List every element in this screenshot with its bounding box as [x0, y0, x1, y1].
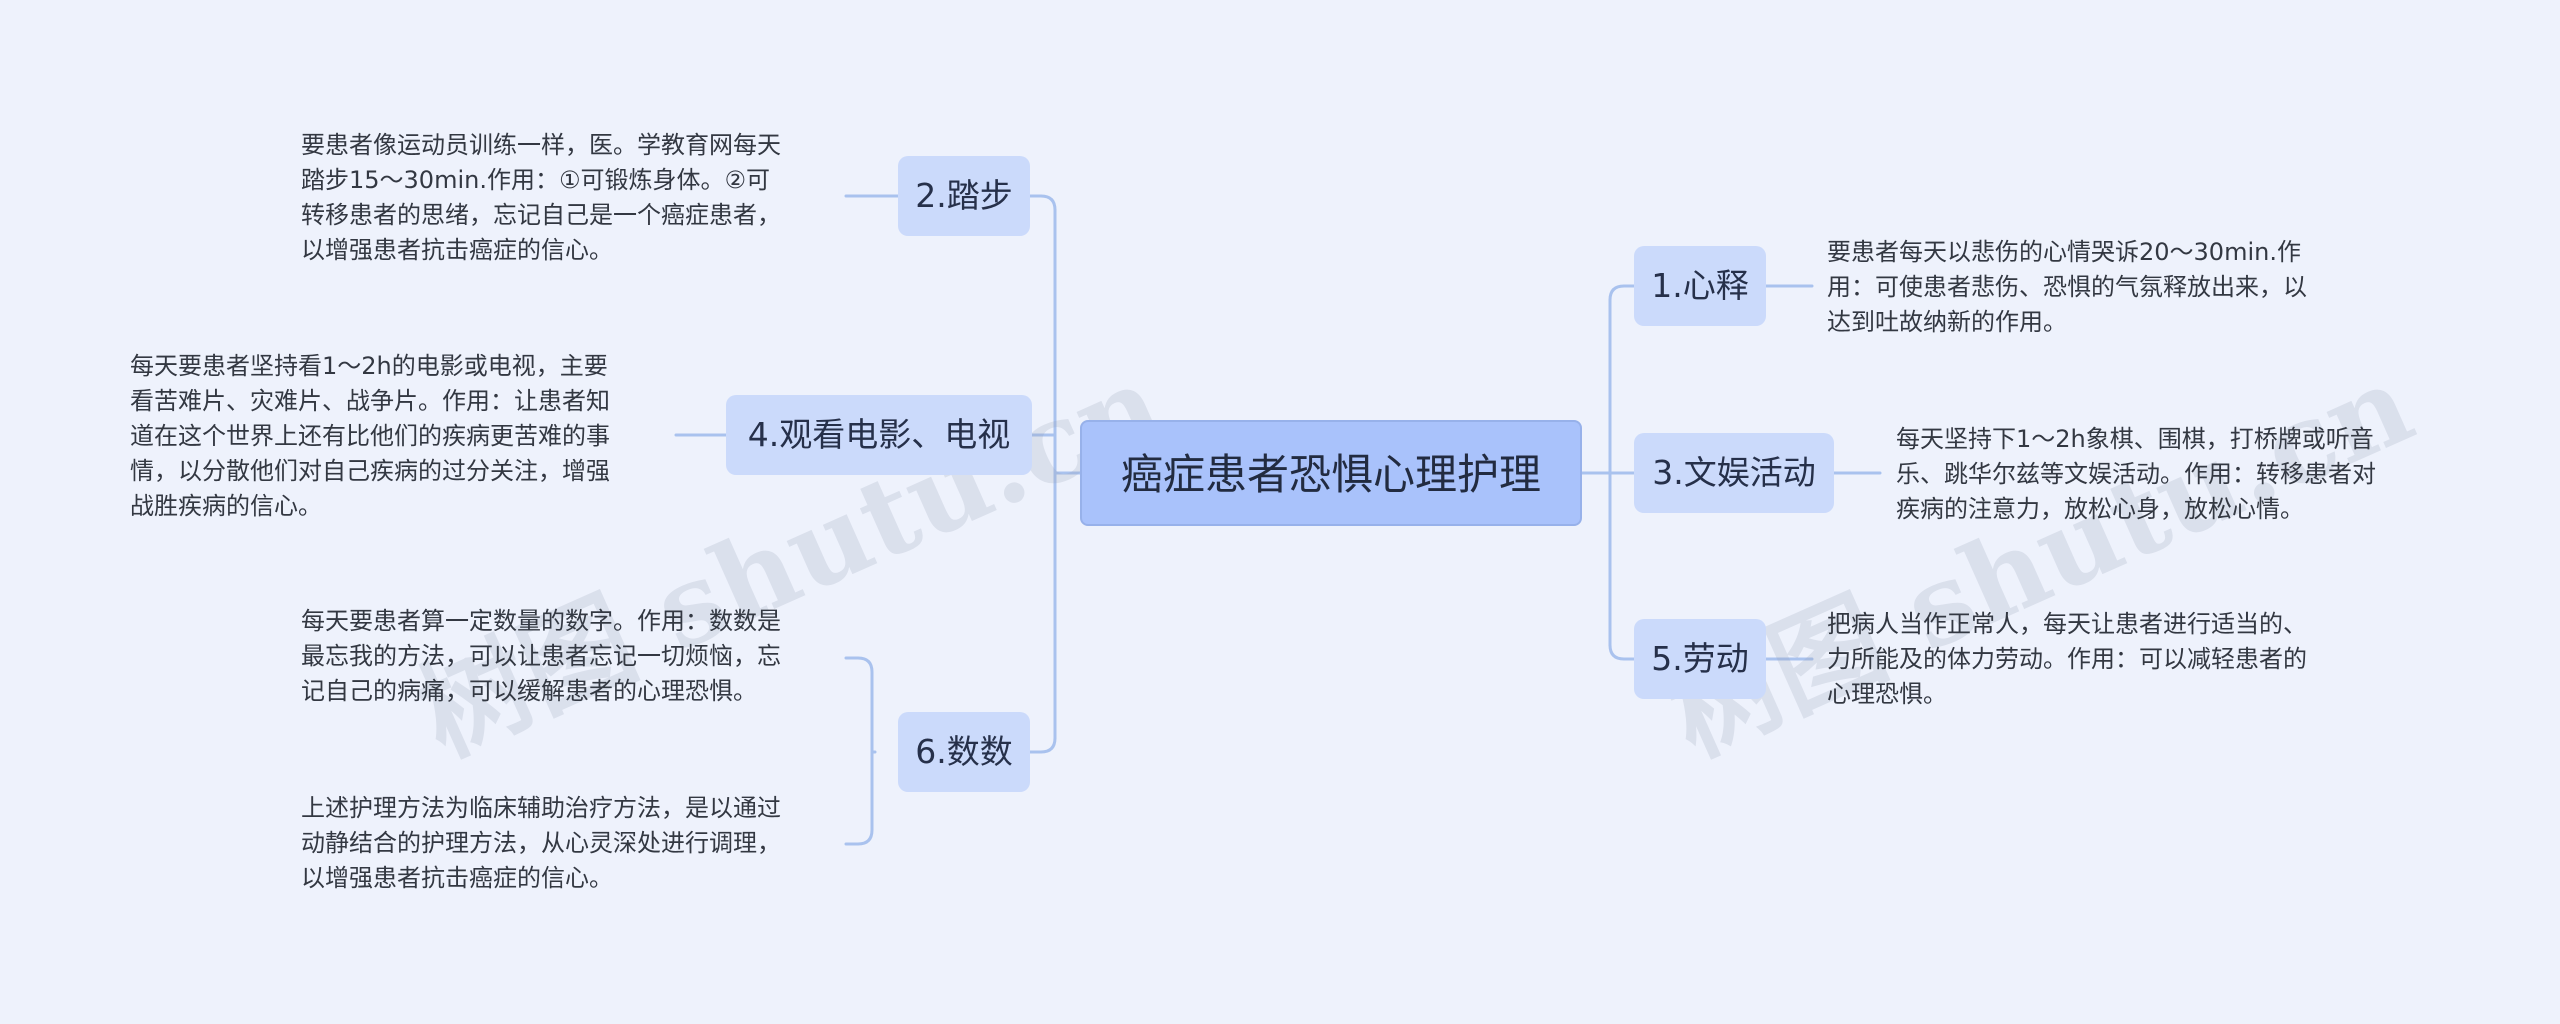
- connector-right-b1: [1608, 284, 1636, 302]
- leaf-line: 最忘我的方法，可以让患者忘记一切烦恼，忘: [301, 642, 781, 670]
- leaf-5-laodong: 把病人当作正常人，每天让患者进行适当的、 力所能及的体力劳动。作用：可以减轻患者…: [1827, 607, 2307, 712]
- leaf-1-xinshi: 要患者每天以悲伤的心情哭诉20～30min.作 用：可使患者悲伤、恐惧的气氛释放…: [1827, 235, 2307, 340]
- leaf-line: 以增强患者抗击癌症的信心。: [301, 236, 613, 264]
- branch-5-laodong[interactable]: 5.劳动: [1634, 619, 1766, 699]
- leaf-line: 每天坚持下1～2h象棋、围棋，打桥牌或听音: [1896, 425, 2374, 453]
- leaf-4-guankan: 每天要患者坚持看1～2h的电影或电视，主要 看苦难片、灾难片、战争片。作用：让患…: [130, 349, 610, 524]
- leaf-line: 把病人当作正常人，每天让患者进行适当的、: [1827, 610, 2307, 638]
- leaf-6b-summary: 上述护理方法为临床辅助治疗方法，是以通过 动静结合的护理方法，从心灵深处进行调理…: [301, 791, 781, 896]
- leaf-line: 战胜疾病的信心。: [130, 492, 322, 520]
- leaf-line: 动静结合的护理方法，从心灵深处进行调理，: [301, 829, 781, 857]
- connector-right-b5: [1608, 643, 1636, 661]
- branch-3-wenyu[interactable]: 3.文娱活动: [1634, 433, 1834, 513]
- leaf-line: 力所能及的体力劳动。作用：可以减轻患者的: [1827, 645, 2307, 673]
- leaf-line: 转移患者的思绪，忘记自己是一个癌症患者，: [301, 201, 781, 229]
- leaf-line: 以增强患者抗击癌症的信心。: [301, 864, 613, 892]
- connector-left-b6: [1028, 736, 1057, 754]
- connector-b6-leaf-b: [844, 750, 874, 846]
- leaf-3-wenyu: 每天坚持下1～2h象棋、围棋，打桥牌或听音 乐、跳华尔兹等文娱活动。作用：转移患…: [1896, 422, 2376, 527]
- leaf-line: 心理恐惧。: [1827, 680, 1947, 708]
- leaf-line: 乐、跳华尔兹等文娱活动。作用：转移患者对: [1896, 460, 2376, 488]
- connector-left-b2: [1028, 194, 1057, 212]
- leaf-line: 达到吐故纳新的作用。: [1827, 308, 2067, 336]
- leaf-line: 每天要患者坚持看1～2h的电影或电视，主要: [130, 352, 608, 380]
- leaf-2-tabu: 要患者像运动员训练一样，医。学教育网每天 踏步15～30min.作用：①可锻炼身…: [301, 128, 781, 268]
- leaf-line: 上述护理方法为临床辅助治疗方法，是以通过: [301, 794, 781, 822]
- branch-4-guankan[interactable]: 4.观看电影、电视: [726, 395, 1032, 475]
- leaf-line: 看苦难片、灾难片、战争片。作用：让患者知: [130, 387, 610, 415]
- leaf-line: 记自己的病痛，可以缓解患者的心理恐惧。: [301, 677, 757, 705]
- leaf-line: 情，以分散他们对自己疾病的过分关注，增强: [130, 457, 610, 485]
- leaf-line: 道在这个世界上还有比他们的疾病更苦难的事: [130, 422, 610, 450]
- leaf-line: 疾病的注意力，放松心身，放松心情。: [1896, 495, 2304, 523]
- leaf-line: 踏步15～30min.作用：①可锻炼身体。②可: [301, 166, 770, 194]
- leaf-line: 要患者像运动员训练一样，医。学教育网每天: [301, 131, 781, 159]
- root-topic[interactable]: 癌症患者恐惧心理护理: [1080, 420, 1582, 526]
- leaf-line: 要患者每天以悲伤的心情哭诉20～30min.作: [1827, 238, 2301, 266]
- leaf-line: 每天要患者算一定数量的数字。作用：数数是: [301, 607, 781, 635]
- branch-6-shushu[interactable]: 6.数数: [898, 712, 1030, 792]
- leaf-6a-shushu: 每天要患者算一定数量的数字。作用：数数是 最忘我的方法，可以让患者忘记一切烦恼，…: [301, 604, 781, 709]
- leaf-line: 用：可使患者悲伤、恐惧的气氛释放出来，以: [1827, 273, 2307, 301]
- branch-1-xinshi[interactable]: 1.心释: [1634, 246, 1766, 326]
- connector-b6-trunk: [844, 656, 877, 754]
- branch-2-tabu[interactable]: 2.踏步: [898, 156, 1030, 236]
